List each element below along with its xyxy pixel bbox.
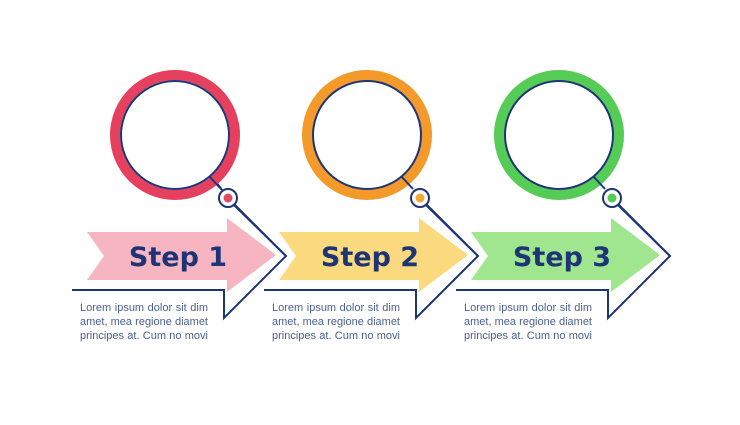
step-2-pin-stem [400,175,414,190]
step-1-description: Lorem ipsum dolor sit dim amet, mea regi… [80,302,208,342]
step-3-arrow [471,218,660,292]
step-3-label: Step 3 [513,242,611,273]
step-2-pin-tail [425,204,479,257]
step-3: Step 3 [456,70,672,321]
step-2-pin-dot-icon [415,193,425,203]
step-1-arrow [87,218,276,292]
step-1: Step 1 [72,70,288,321]
step-2: Step 2 [264,70,480,321]
step-2-arrow [279,218,468,292]
step-2-ring-inner [312,80,422,190]
step-3-ring-inner [504,80,614,190]
step-3-description: Lorem ipsum dolor sit dim amet, mea regi… [464,302,592,342]
step-1-label: Step 1 [129,242,227,273]
step-1-ring-outline [120,80,230,190]
step-1-pin-tail [233,204,287,257]
step-2-label: Step 2 [321,242,419,273]
step-1-pin-dot-icon [223,193,233,203]
step-1-pin-stem [208,175,222,190]
step-3-pin-tail [617,204,671,257]
step-3-pin-dot-icon [607,193,617,203]
step-3-pin-stem [592,175,606,190]
step-2-description: Lorem ipsum dolor sit dim amet, mea regi… [272,302,400,342]
